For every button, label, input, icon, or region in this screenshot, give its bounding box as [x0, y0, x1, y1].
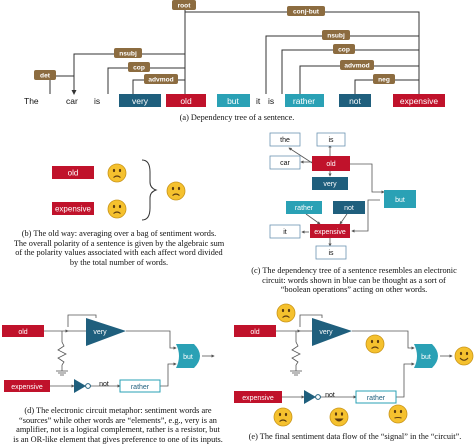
d-label-old: old: [18, 329, 27, 336]
arc-label-nsubj-1: nsubj: [119, 51, 137, 58]
e-label-old: old: [250, 329, 259, 336]
panel-b-bag-of-words: old expensive: [52, 159, 186, 221]
c-node-rather: rather: [295, 205, 314, 212]
word-car: car: [66, 96, 78, 106]
b-word-expensive: expensive: [55, 205, 92, 214]
caption-e: (e) The final sentiment data flow of the…: [248, 432, 462, 441]
c-node-not: not: [344, 205, 354, 212]
word-rather: rather: [293, 96, 315, 106]
sad-face-icon: [166, 181, 186, 201]
e-label-not: not: [325, 392, 335, 399]
caption-d: (d) The electronic circuit metaphor: sen…: [13, 406, 223, 444]
arc-label-cop-1: cop: [133, 65, 145, 72]
c-node-but: but: [395, 197, 405, 204]
d-label-but: but: [183, 354, 193, 361]
brace-icon: [141, 159, 158, 221]
arc-cop-2: [281, 49, 420, 94]
caption-a: (a) Dependency tree of a sentence.: [179, 113, 295, 122]
c-node-is: is: [328, 137, 334, 144]
caption-b: (b) The old way: averaging over a bag of…: [13, 229, 225, 267]
b-word-old: old: [68, 169, 79, 178]
word-is-2: is: [268, 96, 274, 106]
sad-face-icon: [107, 199, 127, 219]
grinning-face-icon: [329, 407, 349, 427]
word-very: very: [132, 96, 149, 106]
d-label-rather: rather: [131, 384, 150, 391]
e-label-very: very: [319, 329, 333, 336]
c-node-old: old: [326, 161, 335, 168]
word-the: The: [24, 96, 39, 106]
c-node-it: it: [283, 229, 287, 236]
sad-face-icon: [107, 163, 127, 183]
sad-face-icon: [365, 334, 385, 354]
arc-label-advmod-1: advmod: [148, 77, 173, 84]
arc-label-det: det: [40, 73, 51, 80]
word-not: not: [349, 96, 361, 106]
e-label-expensive: expensive: [242, 395, 274, 402]
c-node-the: the: [280, 137, 290, 144]
word-it: it: [256, 96, 261, 106]
word-but: but: [227, 96, 239, 106]
caption-c: (c) The dependency tree of a sentence re…: [251, 266, 457, 295]
c-node-car: car: [280, 160, 290, 167]
c-node-is-2: is: [328, 250, 334, 257]
arc-label-neg: neg: [378, 77, 390, 84]
word-expensive: expensive: [400, 96, 439, 106]
c-node-very: very: [323, 181, 337, 188]
panel-c-tree-circuit: the is car old very but rather not expen…: [269, 132, 416, 260]
c-node-expensive: expensive: [314, 229, 346, 236]
d-label-very: very: [93, 329, 107, 336]
arc-label-nsubj-2: nsubj: [327, 33, 345, 40]
d-label-expensive: expensive: [11, 384, 43, 391]
smiling-face-icon: [454, 346, 474, 366]
arc-label-advmod-2: advmod: [344, 63, 369, 70]
arc-label-cop-2: cop: [338, 47, 350, 54]
e-label-but: but: [421, 354, 431, 361]
sad-face-icon: [276, 303, 296, 323]
word-is: is: [94, 96, 100, 106]
d-label-not: not: [99, 381, 109, 388]
arc-label-root: root: [178, 3, 192, 10]
word-old: old: [180, 96, 192, 106]
panel-e-signal-flow: old very but expensive not rather: [234, 303, 474, 427]
sad-face-icon: [273, 407, 293, 427]
panel-d-circuit-metaphor: old very but expensive not rather: [2, 314, 215, 393]
slightly-smiling-face-icon: [388, 404, 408, 424]
panel-a-dependency-tree: root conj-but det nsubj cop advmod nsubj…: [24, 0, 445, 107]
e-label-rather: rather: [367, 395, 386, 402]
arc-label-conj-but: conj-but: [293, 9, 320, 16]
